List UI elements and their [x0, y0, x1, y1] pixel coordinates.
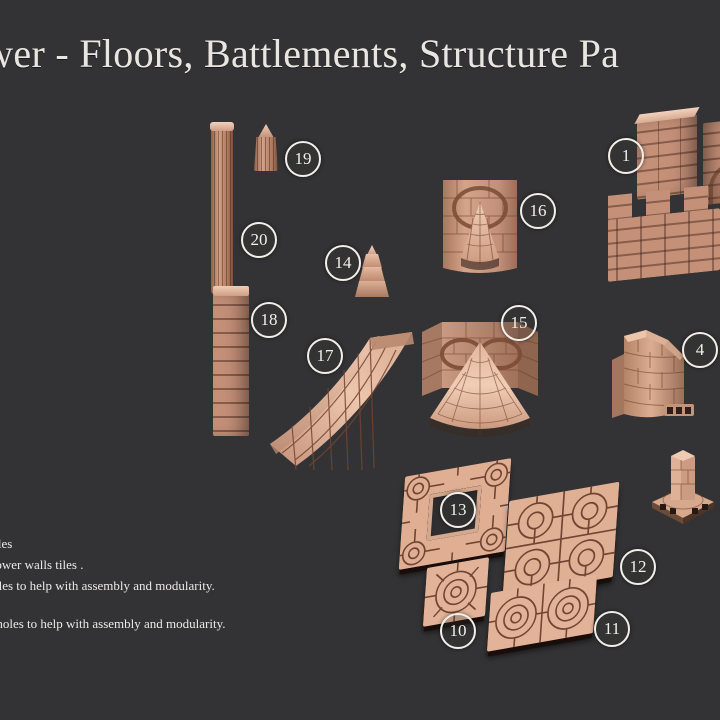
- page-title: Tower - Floors, Battlements, Structure P…: [0, 31, 620, 76]
- cap-body: [254, 137, 278, 171]
- model-floor-tile-12: [502, 481, 620, 597]
- callout-badge-1[interactable]: 1: [608, 138, 644, 174]
- callout-badge-14[interactable]: 14: [325, 245, 361, 281]
- tile-11-pattern: [486, 574, 598, 652]
- model-floor-tile-11: [486, 574, 598, 652]
- model-floor-tile-10: [422, 557, 490, 627]
- callout-badge-20[interactable]: 20: [241, 222, 277, 258]
- assembly-notes-bottom: beque skewer holes to help with assembly…: [0, 613, 226, 634]
- model-tall-fluted-column: [210, 122, 234, 294]
- spire-base: [355, 281, 389, 297]
- model-small-spire-finial: [355, 245, 389, 297]
- callout-badge-12[interactable]: 12: [620, 549, 656, 585]
- large-dome-art: [421, 322, 539, 437]
- model-curved-stair-ramp: [262, 320, 422, 471]
- tile-12-pattern: [502, 481, 620, 597]
- text-line: them to the lower walls tiles .: [0, 557, 84, 572]
- model-curved-stair-tower: [606, 326, 698, 422]
- pillar-brick-body: [213, 294, 249, 436]
- cap-point: [258, 124, 274, 138]
- column-top-cap: [210, 122, 234, 131]
- battlement-wall-body: [608, 208, 720, 282]
- callout-badge-17[interactable]: 17: [307, 338, 343, 374]
- model-brick-pillar: [213, 286, 249, 436]
- model-large-dome-section: [418, 318, 542, 440]
- text-line: beque skewer holes to help with assembly…: [0, 616, 226, 631]
- column-base-art: [652, 450, 714, 524]
- assembly-notes-top: m magnet holes them to the lower walls t…: [0, 533, 215, 596]
- tile-10-pattern: [422, 557, 490, 627]
- callout-badge-15[interactable]: 15: [501, 305, 537, 341]
- column-shaft: [211, 128, 233, 294]
- callout-badge-18[interactable]: 18: [251, 302, 287, 338]
- callout-badge-11[interactable]: 11: [594, 611, 630, 647]
- callout-badge-10[interactable]: 10: [440, 613, 476, 649]
- callout-badge-13[interactable]: 13: [440, 492, 476, 528]
- small-dome-art: [443, 180, 517, 273]
- callout-badge-4[interactable]: 4: [682, 332, 718, 368]
- text-line: ue skewer holes to help with assembly an…: [0, 578, 215, 593]
- spire-tip: [367, 245, 377, 255]
- model-column-on-base: [650, 448, 716, 524]
- model-battlement-wall: [608, 185, 720, 296]
- text-line: m magnet holes: [0, 536, 13, 551]
- callout-badge-16[interactable]: 16: [520, 193, 556, 229]
- model-small-dome-section: [437, 172, 523, 278]
- stair-tower-art: [612, 330, 694, 418]
- callout-badge-19[interactable]: 19: [285, 141, 321, 177]
- spire-tier-1: [362, 254, 382, 268]
- stair-ramp-art: [270, 332, 414, 471]
- spire-tier-2: [359, 267, 385, 282]
- model-column-cap: [253, 124, 279, 176]
- pillar-top: [213, 286, 249, 296]
